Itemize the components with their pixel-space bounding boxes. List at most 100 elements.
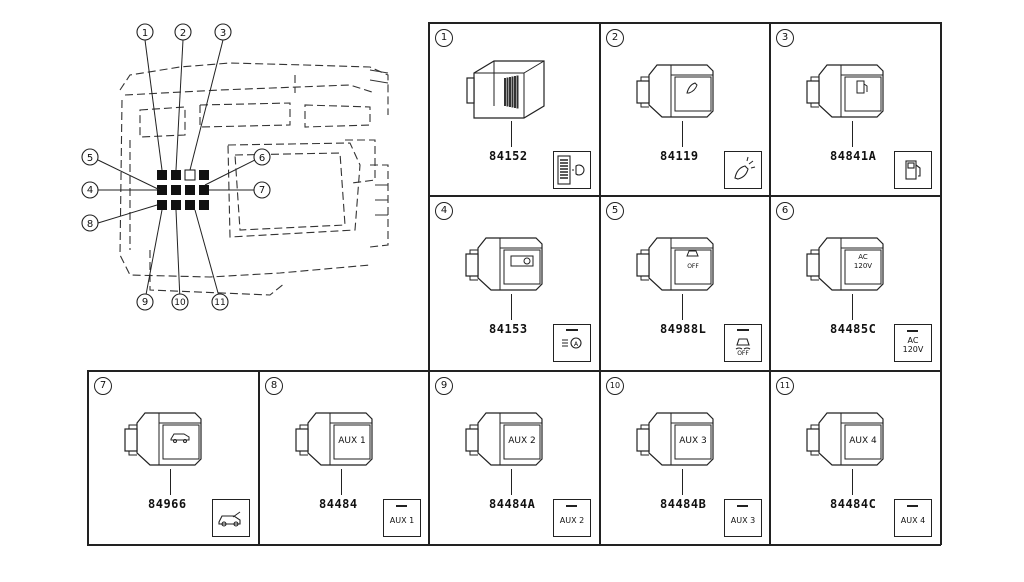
- leader-line: [511, 121, 512, 147]
- svg-text:AUX 1: AUX 1: [338, 436, 366, 446]
- traction-off-icon: OFF: [724, 324, 762, 362]
- headlight-auto-icon: A: [553, 324, 591, 362]
- grid-border-top: [428, 22, 941, 24]
- part-cell-4: 4 84153 A: [429, 196, 599, 369]
- switch-drawing: AUX 4: [805, 401, 895, 480]
- svg-text:A: A: [574, 341, 579, 348]
- part-callout-number: 9: [435, 377, 453, 395]
- grid-border-right: [940, 22, 942, 545]
- switch-drawing: [123, 401, 213, 480]
- legend-indicator-bar: [396, 505, 407, 507]
- part-number: 84153: [489, 322, 528, 336]
- part-number: 84119: [660, 149, 699, 163]
- legend-text: AC 120V: [902, 336, 924, 354]
- grid-col-divider: [258, 370, 260, 545]
- callout-7: 7: [259, 185, 265, 196]
- switch-drawing: AUX 3: [635, 401, 725, 480]
- work-light-icon: [724, 151, 762, 189]
- callout-9: 9: [142, 297, 148, 308]
- aux-icon: AUX 3: [724, 499, 762, 537]
- part-callout-number: 6: [776, 202, 794, 220]
- switch-drawing: AC 120V: [805, 226, 895, 305]
- leader-line: [682, 294, 683, 320]
- svg-text:AUX 4: AUX 4: [849, 436, 877, 446]
- leader-line: [170, 469, 171, 495]
- leader-line: [852, 294, 853, 320]
- part-cell-9: 9 AUX 2 84484A AUX 2: [429, 371, 599, 544]
- legend-text: AUX 2: [559, 516, 585, 525]
- switch-drawing: [464, 53, 554, 132]
- grid-col-divider: [769, 22, 771, 545]
- part-callout-number: 11: [776, 377, 794, 395]
- legend-indicator-bar: [907, 505, 918, 507]
- dimmer-icon: [553, 151, 591, 189]
- legend-text: AUX 4: [900, 516, 926, 525]
- part-cell-6: 6 AC 120V 84485C AC 120V: [770, 196, 940, 369]
- part-callout-number: 4: [435, 202, 453, 220]
- legend-indicator-bar: [737, 505, 748, 507]
- legend-indicator-bar: [566, 505, 577, 507]
- part-number: 84841A: [830, 149, 877, 163]
- part-number: 84484B: [660, 497, 707, 511]
- part-callout-number: 1: [435, 29, 453, 47]
- switch-drawing: AUX 1: [294, 401, 384, 480]
- dashboard-overview-diagram: 1 2 3 4 5 6 7 8 9 10 11: [70, 15, 410, 335]
- callout-2: 2: [180, 28, 186, 39]
- legend-text: OFF: [737, 350, 749, 357]
- part-cell-5: 5 OFF 84988L OFF: [600, 196, 770, 369]
- leader-line: [511, 294, 512, 320]
- legend-indicator-bar: [907, 330, 918, 332]
- part-number: 84484A: [489, 497, 536, 511]
- ac-120v-icon: AC 120V: [894, 324, 932, 362]
- part-callout-number: 2: [606, 29, 624, 47]
- fuel-icon: [894, 151, 932, 189]
- part-callout-number: 3: [776, 29, 794, 47]
- leader-line: [682, 121, 683, 147]
- part-number: 84485C: [830, 322, 877, 336]
- callout-11: 11: [214, 298, 225, 308]
- legend-text: AUX 3: [730, 516, 756, 525]
- part-callout-number: 10: [606, 377, 624, 395]
- switch-drawing: [635, 53, 725, 132]
- grid-border-left-bottom: [87, 370, 89, 545]
- callout-3: 3: [220, 28, 226, 39]
- switch-drawing: OFF: [635, 226, 725, 305]
- part-cell-7: 7 84966: [88, 371, 258, 544]
- aux-icon: AUX 2: [553, 499, 591, 537]
- grid-col-divider: [428, 22, 430, 545]
- part-callout-number: 5: [606, 202, 624, 220]
- callout-5: 5: [87, 153, 93, 164]
- aux-icon: AUX 1: [383, 499, 421, 537]
- callout-6: 6: [259, 153, 265, 164]
- callout-8: 8: [87, 219, 93, 230]
- leader-line: [852, 469, 853, 495]
- leader-line: [341, 469, 342, 495]
- leader-line: [511, 469, 512, 495]
- svg-text:AUX 2: AUX 2: [508, 436, 536, 446]
- part-number: 84988L: [660, 322, 707, 336]
- svg-text:AC: AC: [858, 253, 868, 261]
- grid-col-divider: [599, 22, 601, 545]
- callout-1: 1: [142, 28, 148, 39]
- part-number: 84966: [148, 497, 187, 511]
- part-number: 84152: [489, 149, 528, 163]
- aux-icon: AUX 4: [894, 499, 932, 537]
- leader-line: [852, 121, 853, 147]
- grid-border-bottom: [87, 544, 941, 546]
- callout-10: 10: [174, 298, 186, 308]
- svg-text:AUX 3: AUX 3: [679, 436, 707, 446]
- callout-4: 4: [87, 185, 93, 196]
- part-callout-number: 8: [265, 377, 283, 395]
- grid-divider-row2: [87, 370, 941, 372]
- part-cell-3: 3 84841A: [770, 23, 940, 196]
- part-number: 84484: [319, 497, 358, 511]
- part-callout-number: 7: [94, 377, 112, 395]
- legend-text: AUX 1: [389, 516, 415, 525]
- dashboard-outline: 1 2 3 4 5 6 7 8 9 10 11: [81, 23, 389, 311]
- part-cell-10: 10 AUX 3 84484B AUX 3: [600, 371, 770, 544]
- part-number: 84484C: [830, 497, 877, 511]
- svg-text:120V: 120V: [854, 262, 872, 270]
- part-cell-11: 11 AUX 4 84484C AUX 4: [770, 371, 940, 544]
- vehicle-icon: [212, 499, 250, 537]
